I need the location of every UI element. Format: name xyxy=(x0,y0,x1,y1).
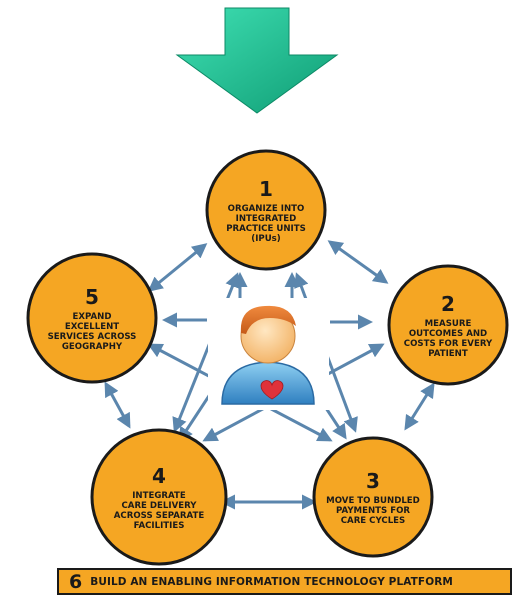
step-label-line: ORGANIZE INTO xyxy=(228,204,305,214)
step-label-line: ACROSS SEPARATE xyxy=(114,511,205,521)
step-label-line: COSTS FOR EVERY xyxy=(404,339,493,349)
connector-5-1 xyxy=(147,243,208,292)
step-label-line: OUTCOMES AND xyxy=(409,329,487,339)
step-circle-shape xyxy=(387,264,509,386)
step-label-line: CARE CYCLES xyxy=(341,516,406,526)
step-number: 4 xyxy=(152,464,166,488)
step-label-line: PAYMENTS FOR xyxy=(336,506,410,516)
step-label-line: INTEGRATED xyxy=(236,214,297,224)
step-number: 3 xyxy=(366,469,380,493)
step-label-line: CARE DELIVERY xyxy=(121,501,197,511)
step-circle-shape xyxy=(205,149,327,271)
step-number: 2 xyxy=(441,292,455,316)
step-label-line: EXCELLENT xyxy=(65,322,119,332)
step-circle-shape xyxy=(90,428,228,566)
step-label-line: PRACTICE UNITS xyxy=(226,224,306,234)
platform-number: 6 xyxy=(69,570,83,593)
connector-1-2 xyxy=(327,240,389,284)
connector-2-3 xyxy=(404,382,435,431)
platform-label: BUILD AN ENABLING INFORMATION TECHNOLOGY… xyxy=(90,575,453,588)
step-label-line: FACILITIES xyxy=(134,521,185,531)
step-label-line: EXPAND xyxy=(73,312,112,322)
step-label-line: PATIENT xyxy=(428,349,468,359)
step-label-line: INTEGRATE xyxy=(132,491,186,501)
step-circle-shape xyxy=(26,252,158,384)
step-number: 5 xyxy=(85,285,99,309)
step-label-line: GEOGRAPHY xyxy=(62,342,123,352)
platform-bar: 6 BUILD AN ENABLING INFORMATION TECHNOLO… xyxy=(57,568,512,595)
step-label-line: MEASURE xyxy=(425,319,472,329)
patient-heart-icon xyxy=(208,298,329,410)
step-number: 1 xyxy=(259,177,273,201)
down-arrow-icon xyxy=(175,7,339,114)
step-label-line: MOVE TO BUNDLED xyxy=(326,496,420,506)
step-circle-shape xyxy=(312,436,434,558)
connector-4-5 xyxy=(104,381,131,429)
step-label-line: SERVICES ACROSS xyxy=(48,332,137,342)
step-label-line: (IPUs) xyxy=(251,234,281,244)
